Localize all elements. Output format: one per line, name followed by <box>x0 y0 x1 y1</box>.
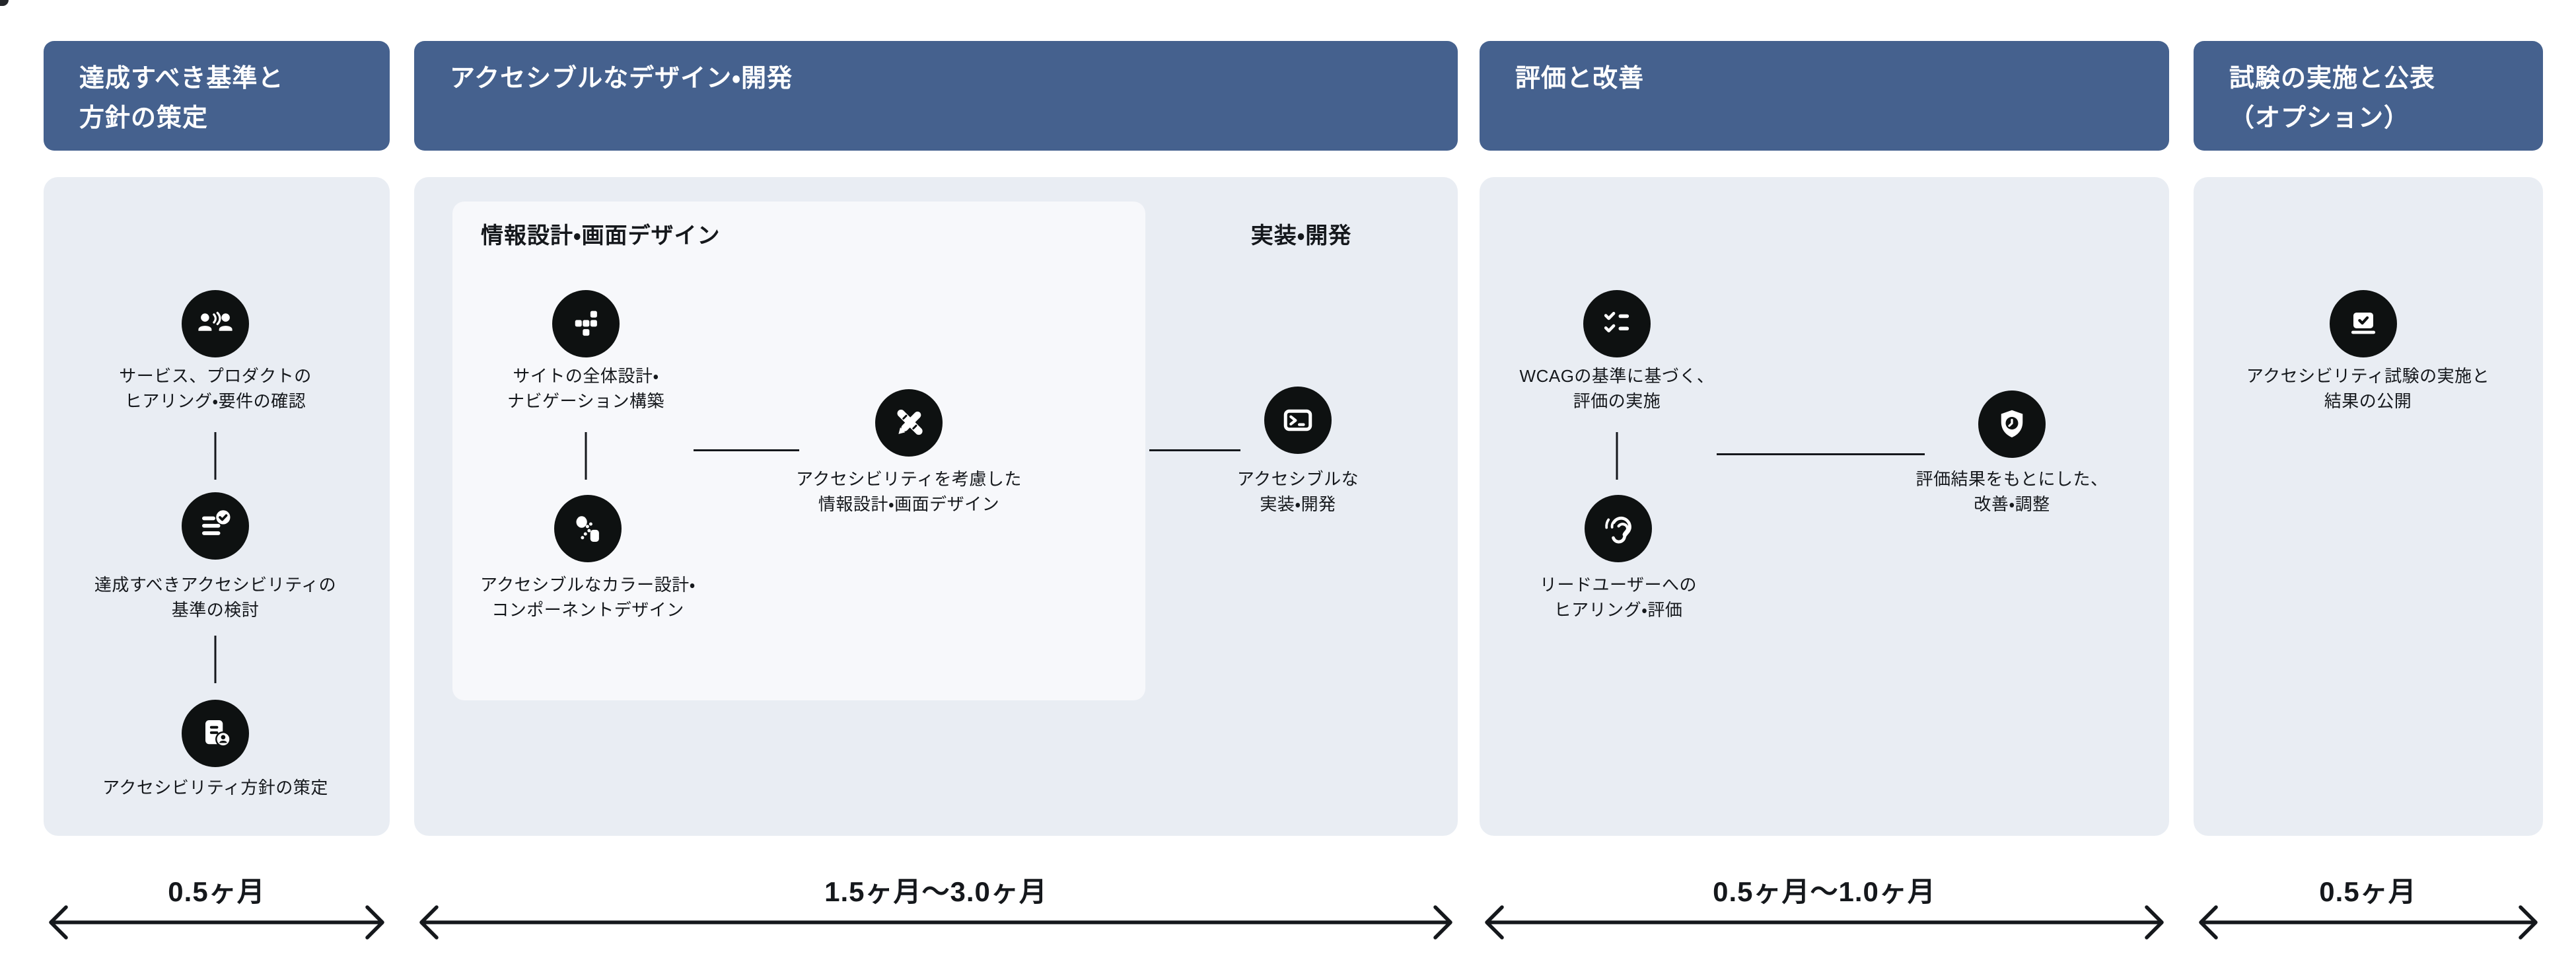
phase-2-header-line-1: アクセシブルなデザイン・開発 <box>450 65 793 93</box>
phase-4-header-line-2: （オプション） <box>2229 104 2410 132</box>
step-caption: リードユーザーへの ヒアリング・評価 <box>1540 572 1697 622</box>
step-connector <box>1616 432 1618 480</box>
step-caption: アクセシビリティを考慮した 情報設計・画面デザイン <box>796 466 1022 517</box>
people-conversation-icon <box>182 290 249 357</box>
policy-document-icon <box>182 700 249 767</box>
sitemap-grid-icon <box>552 290 620 357</box>
caption-line: ヒアリング・評価 <box>1554 600 1683 620</box>
phase-4-header-line-1: 試験の実施と公表 <box>2229 65 2436 93</box>
step-connector <box>1149 449 1240 451</box>
step-caption: アクセシブルなカラー設計・ コンポーネントデザイン <box>480 572 696 622</box>
phase-2-duration: 1.5ヶ月〜3.0ヶ月 <box>824 876 1048 907</box>
caption-line: 達成すべきアクセシビリティの <box>94 575 337 595</box>
phase-3-header: 評価と改善 <box>1480 41 2169 151</box>
step-connector <box>694 449 799 451</box>
phase-1-header-line-2: 方針の策定 <box>79 104 209 132</box>
phase-1-header: 達成すべき基準と 方針の策定 <box>44 41 390 151</box>
step-caption: 評価結果をもとにした、 改善・調整 <box>1916 466 2108 517</box>
caption-line: 結果の公開 <box>2324 391 2412 411</box>
phase-2-header: アクセシブルなデザイン・開発 <box>414 41 1458 151</box>
caption-line: アクセシビリティ方針の策定 <box>102 778 328 797</box>
step-caption: アクセシビリティ試験の実施と 結果の公開 <box>2246 363 2489 414</box>
duration-arrow <box>2199 905 2538 940</box>
caption-line: ナビゲーション構築 <box>507 391 664 411</box>
caption-line: リードユーザーへの <box>1540 575 1697 595</box>
evaluation-checklist-icon <box>1583 290 1651 357</box>
step-caption: サイトの全体設計・ ナビゲーション構築 <box>507 363 664 414</box>
step-caption: アクセシビリティ方針の策定 <box>102 775 328 800</box>
duration-arrow <box>1485 905 2164 940</box>
laptop-check-icon <box>2330 290 2397 357</box>
color-component-icon <box>554 495 622 562</box>
phase-4-panel <box>2194 177 2543 836</box>
step-connector <box>214 636 217 683</box>
checklist-check-icon <box>182 492 249 560</box>
duration-arrow <box>419 905 1452 940</box>
design-group-title: 情報設計・画面デザイン <box>481 223 721 248</box>
caption-line: WCAGの基準に基づく、 <box>1519 366 1715 386</box>
step-connector <box>1717 453 1925 455</box>
caption-line: アクセシブルな <box>1236 469 1359 489</box>
caption-line: アクセシビリティ試験の実施と <box>2246 366 2490 386</box>
phase-4-duration: 0.5ヶ月 <box>2319 876 2417 907</box>
phase-3-header-line-1: 評価と改善 <box>1515 65 1645 93</box>
duration-arrow <box>49 905 384 940</box>
caption-line: アクセシビリティを考慮した <box>796 469 1022 489</box>
phase-4-header: 試験の実施と公表 （オプション） <box>2194 41 2543 151</box>
caption-line: サービス、プロダクトの <box>119 366 312 386</box>
screen-corner-artifact <box>0 0 9 6</box>
caption-line: 基準の検討 <box>171 600 260 620</box>
caption-line: 実装・開発 <box>1260 494 1336 514</box>
caption-line: 情報設計・画面デザイン <box>818 494 1000 514</box>
design-tools-icon <box>875 389 943 457</box>
step-connector <box>214 432 217 480</box>
step-caption: WCAGの基準に基づく、 評価の実施 <box>1520 363 1715 414</box>
step-connector <box>585 432 587 480</box>
caption-line: ヒアリング・要件の確認 <box>124 391 306 411</box>
phase-1-duration: 0.5ヶ月 <box>168 876 266 907</box>
dev-group-title: 実装・開発 <box>1250 223 1352 248</box>
phase-1-header-line-1: 達成すべき基準と <box>79 65 284 93</box>
caption-line: 評価結果をもとにした、 <box>1915 469 2108 489</box>
shield-clock-icon <box>1978 390 2046 458</box>
caption-line: コンポーネントデザイン <box>491 600 684 620</box>
caption-line: アクセシブルなカラー設計・ <box>480 575 696 595</box>
step-caption: 達成すべきアクセシビリティの 基準の検討 <box>94 572 336 622</box>
caption-line: サイトの全体設計・ <box>513 366 659 386</box>
caption-line: 改善・調整 <box>1974 494 2050 514</box>
ear-hearing-icon <box>1585 495 1652 562</box>
step-caption: アクセシブルな 実装・開発 <box>1237 466 1359 517</box>
step-caption: サービス、プロダクトの ヒアリング・要件の確認 <box>119 363 312 414</box>
caption-line: 評価の実施 <box>1573 391 1661 411</box>
phase-3-duration: 0.5ヶ月〜1.0ヶ月 <box>1713 876 1936 907</box>
terminal-icon <box>1264 387 1332 454</box>
